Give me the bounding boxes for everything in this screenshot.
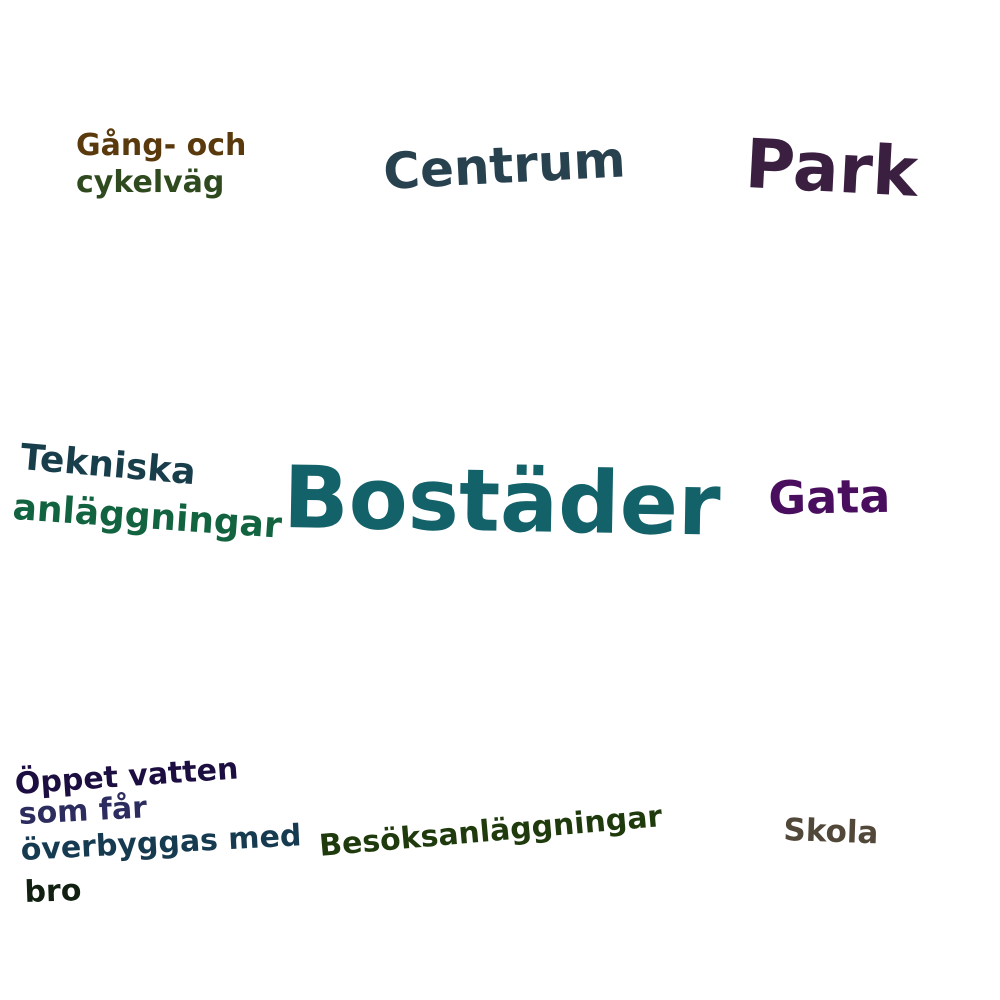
word-besoksanlaggningar: Besöksanläggningar [317, 799, 664, 864]
word-skola: Skola [782, 812, 879, 852]
word-cykelvag: cykelväg [76, 165, 225, 200]
word-anlaggningar: anläggningar [11, 487, 284, 547]
word-park: Park [743, 125, 920, 213]
word-gang-och: Gång- och [76, 128, 247, 163]
word-gata: Gata [767, 468, 891, 525]
word-tekniska: Tekniska [18, 437, 198, 494]
word-centrum: Centrum [381, 130, 627, 201]
word-bro: bro [23, 873, 82, 910]
word-som-far: som får [17, 790, 148, 832]
word-bostader: Bostäder [282, 448, 722, 556]
